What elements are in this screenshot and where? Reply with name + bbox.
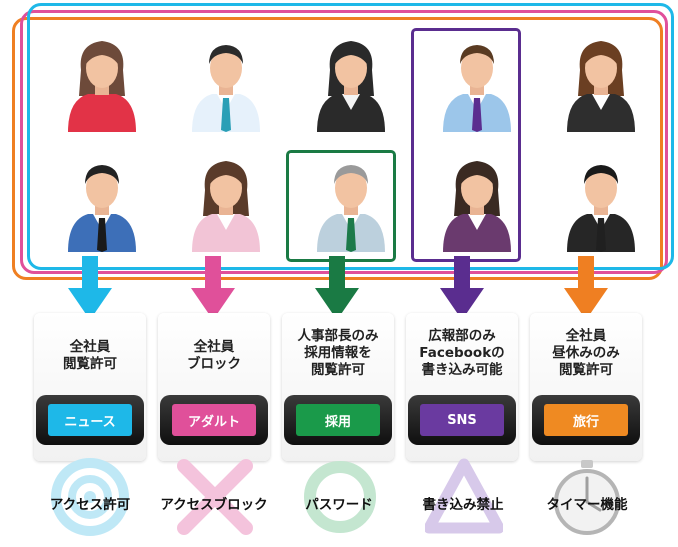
feature-label-access-allow: アクセス許可 bbox=[49, 497, 131, 513]
policy-text: 全社員 ブロック bbox=[187, 339, 241, 372]
avatar-woman-black-jacket-icon bbox=[567, 41, 635, 132]
avatar-woman-pink-cardigan-icon bbox=[192, 161, 260, 252]
policy-text: 全社員 昼休みのみ 閲覧許可 bbox=[552, 328, 620, 378]
cross-icon bbox=[177, 459, 253, 535]
arrow-down-orange-icon bbox=[564, 256, 608, 320]
avatar-man-gray-hair-green-tie-icon bbox=[317, 165, 385, 252]
policy-text: 広報部のみ Facebookの 書き込み可能 bbox=[419, 328, 505, 378]
policy-text: 人事部長のみ 採用情報を 閲覧許可 bbox=[297, 328, 379, 378]
avatar-man-blue-suit-purple-tie-icon bbox=[443, 45, 511, 132]
arrow-down-purple-icon bbox=[440, 256, 484, 320]
phone-sns: SNS bbox=[408, 395, 516, 445]
app-label-recruit: 採用 bbox=[296, 404, 380, 436]
app-label-sns: SNS bbox=[420, 404, 504, 436]
policy-text: 全社員 閲覧許可 bbox=[63, 339, 117, 372]
phone-news: ニュース bbox=[36, 395, 144, 445]
avatar-woman-black-suit-icon bbox=[317, 41, 385, 132]
app-label-news: ニュース bbox=[48, 404, 132, 436]
frame-cyan-all-employees bbox=[27, 3, 674, 270]
feature-label-write-protect: 書き込み禁止 bbox=[422, 497, 504, 513]
arrow-down-green-icon bbox=[315, 256, 359, 320]
ring-icon bbox=[304, 461, 376, 533]
triangle-icon bbox=[425, 458, 503, 534]
phone-recruit: 採用 bbox=[284, 395, 392, 445]
feature-label-timer: タイマー機能 bbox=[546, 497, 628, 513]
app-label-travel: 旅行 bbox=[544, 404, 628, 436]
stopwatch-icon bbox=[554, 460, 620, 535]
avatar-woman-purple-suit-icon bbox=[443, 161, 511, 252]
feature-label-password: パスワード bbox=[305, 497, 373, 513]
phone-travel: 旅行 bbox=[532, 395, 640, 445]
avatar-man-black-suit-icon bbox=[567, 165, 635, 252]
app-label-adult: アダルト bbox=[172, 404, 256, 436]
arrow-down-cyan-icon bbox=[68, 256, 112, 320]
avatar-man-blue-suit-black-tie-icon bbox=[68, 165, 136, 252]
phone-adult: アダルト bbox=[160, 395, 268, 445]
avatar-man-white-shirt-teal-tie-icon bbox=[192, 45, 260, 132]
target-icon bbox=[51, 458, 129, 536]
employee-grid bbox=[68, 41, 635, 252]
avatar-woman-red-top-icon bbox=[68, 41, 136, 132]
arrow-down-pink-icon bbox=[191, 256, 235, 320]
feature-label-access-block: アクセスブロック bbox=[160, 497, 268, 513]
